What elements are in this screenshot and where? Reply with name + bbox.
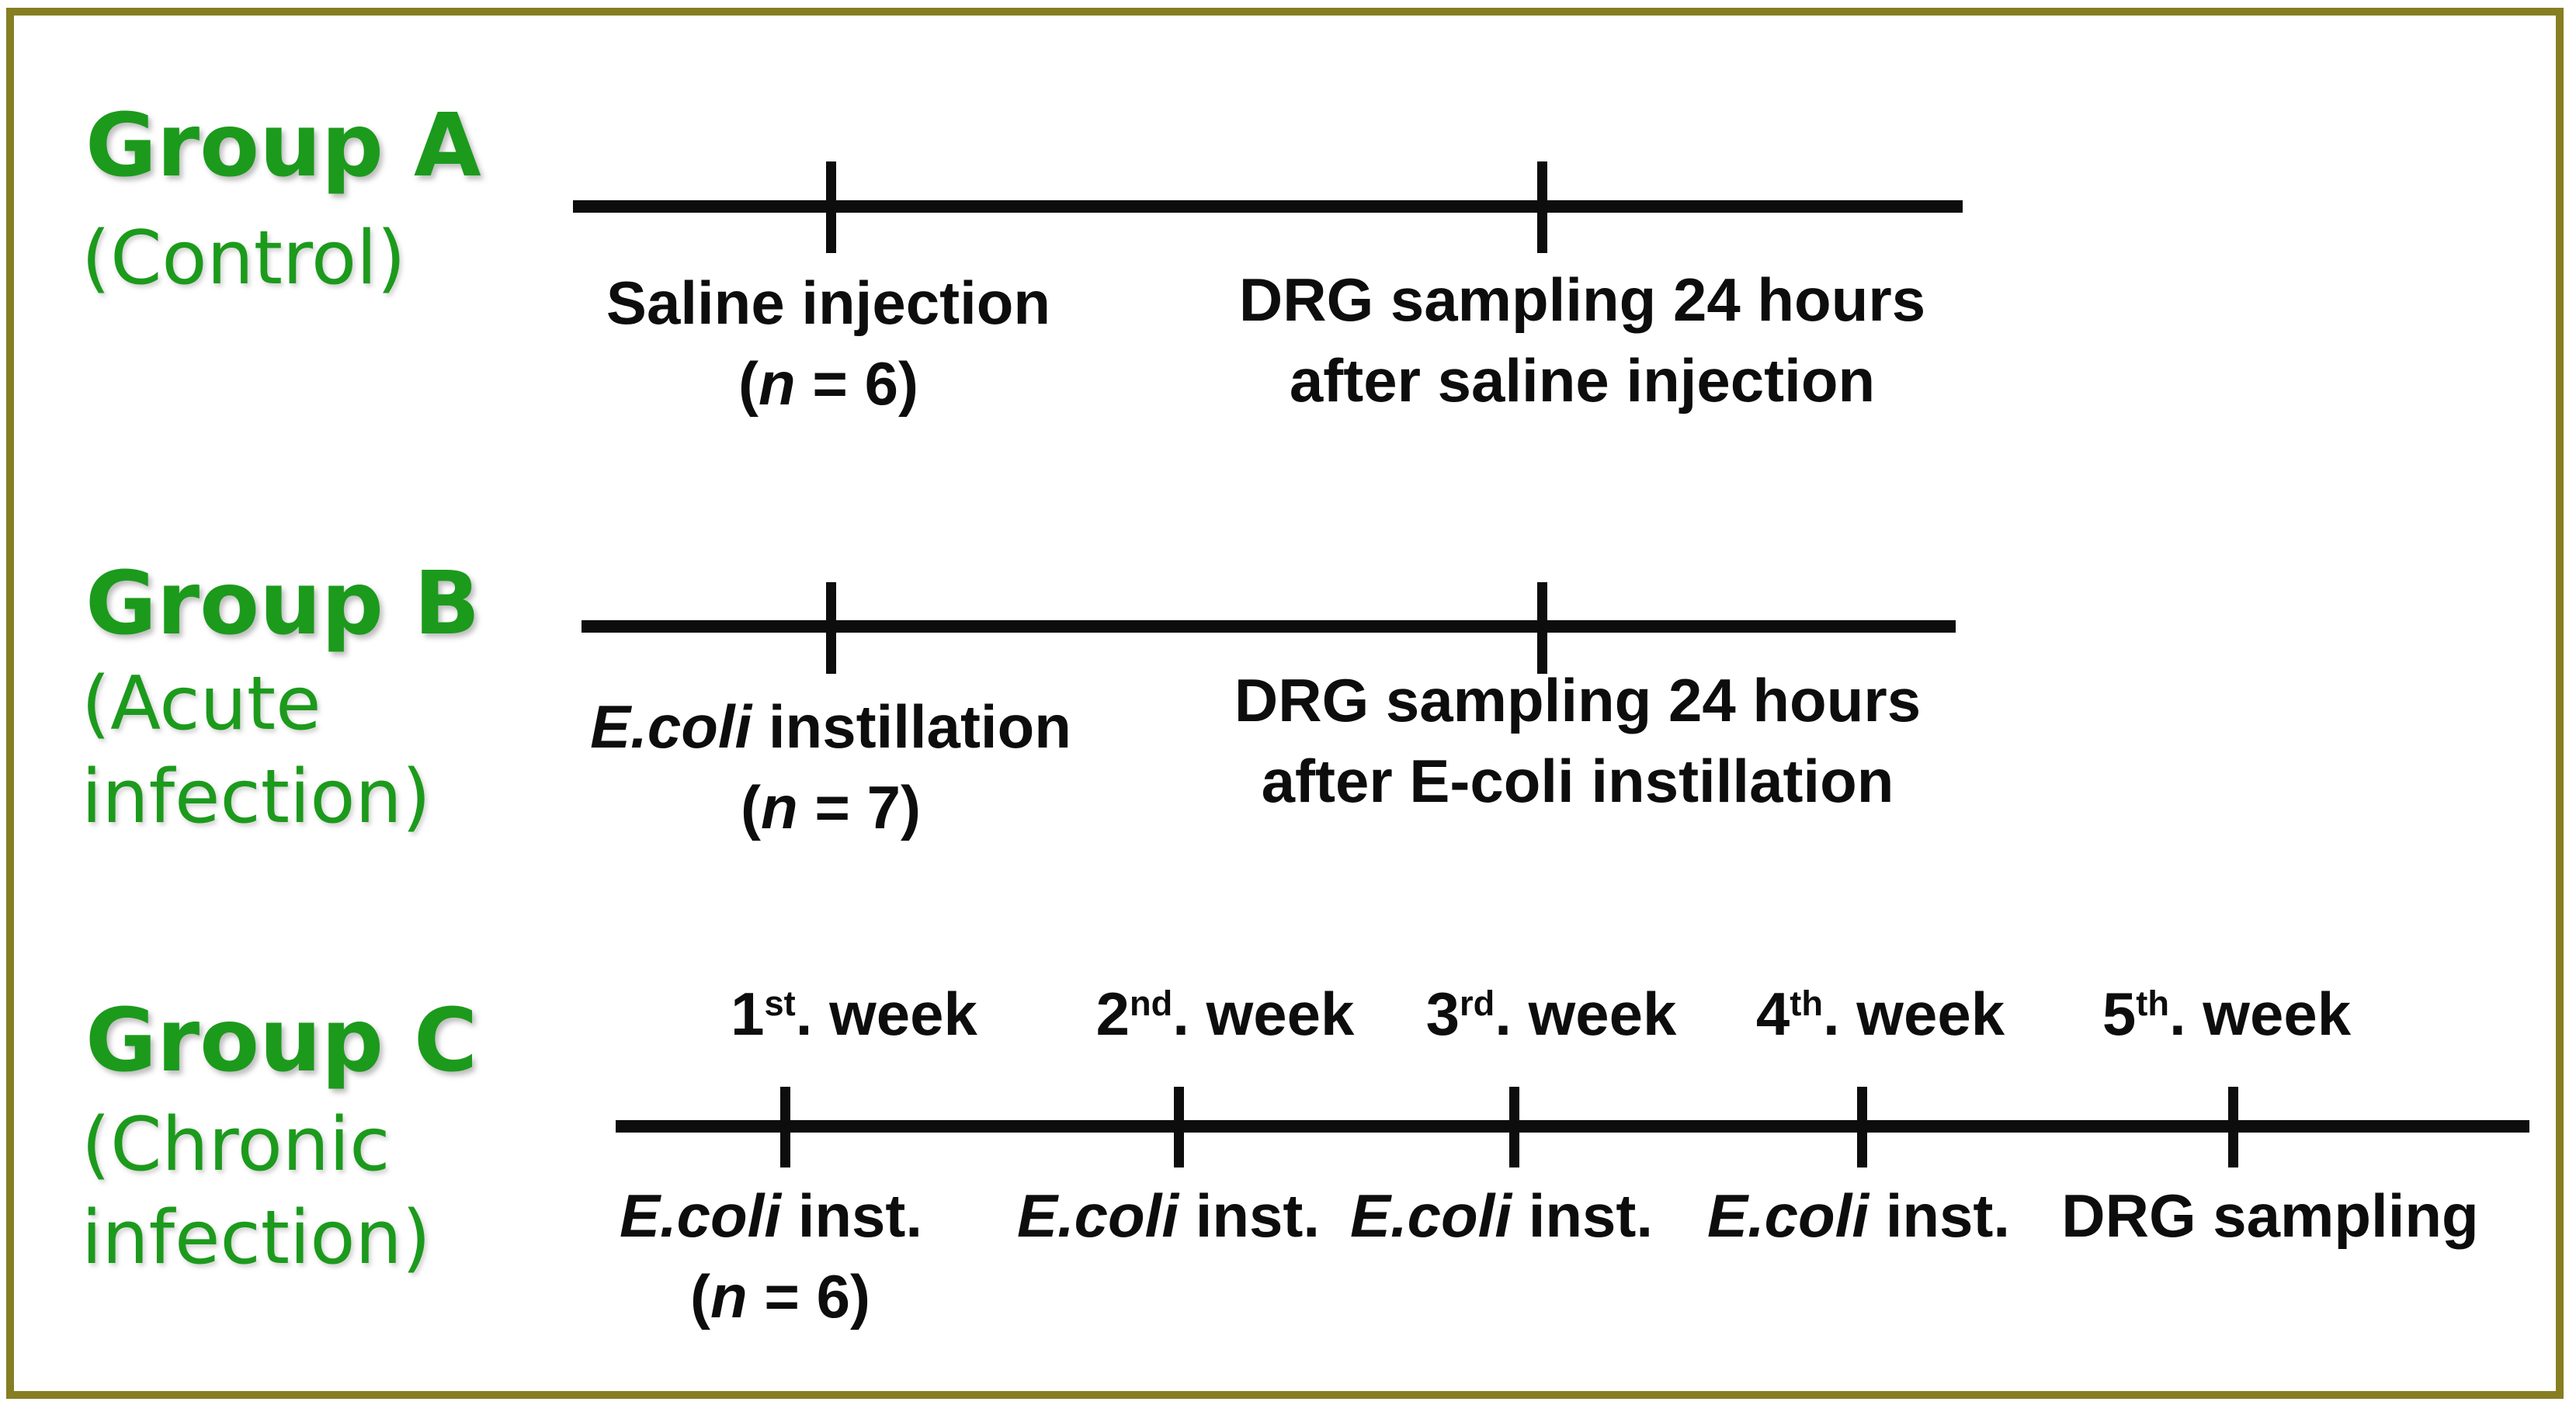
timeline-a-tick-2 (1537, 161, 1547, 253)
week-num: 1 (731, 980, 765, 1048)
figure-frame: Group A (Control) Saline injection (n = … (6, 8, 2564, 1399)
timeline-b-tick-1 (826, 582, 836, 674)
n-rest: = 6) (795, 349, 918, 418)
timeline-c-tick-4 (1857, 1087, 1867, 1167)
label-drg-a-line2: after saline injection (1289, 346, 1876, 415)
timeline-a-tick-1 (826, 161, 836, 253)
week-ordinal: nd (1129, 984, 1173, 1024)
label-saline-n: (n = 6) (518, 352, 1139, 416)
week-ordinal: st (764, 984, 796, 1024)
week-num: 5 (2102, 980, 2137, 1048)
week-num: 3 (1425, 980, 1460, 1048)
week-rest: . week (1822, 980, 2005, 1048)
label-ecoli-instillation: E.coli instillation (520, 695, 1141, 759)
event-label-c-5-drg-sampling: DRG sampling (2022, 1184, 2519, 1248)
ecoli-species: E.coli (1706, 1181, 1870, 1250)
n-open: ( (741, 773, 762, 841)
group-a-subtitle: (Control) (82, 216, 406, 301)
week-label-5: 5th. week (2064, 980, 2390, 1048)
group-b-subtitle-line2: infection) (82, 755, 431, 840)
label-drg-b-line2: after E-coli instillation (1261, 747, 1894, 815)
timeline-b-line (582, 620, 1956, 633)
week-label-3: 3rd. week (1388, 980, 1714, 1048)
event-rest: inst. (781, 1181, 923, 1250)
label-saline-injection: Saline injection (606, 269, 1051, 337)
ecoli-species: E.coli (1016, 1181, 1179, 1250)
week-num: 4 (1755, 980, 1790, 1048)
group-b-subtitle-line1: (Acute (82, 661, 321, 747)
n-var: n (761, 773, 798, 841)
week-ordinal: rd (1459, 984, 1495, 1024)
timeline-c-tick-5 (2228, 1087, 2238, 1167)
ecoli-species: E.coli (590, 692, 752, 761)
n-var: n (759, 349, 796, 418)
event-label-c-3: E.coli inst. (1300, 1184, 1703, 1248)
label-drg-b-line1: DRG sampling 24 hours (1234, 666, 1922, 734)
group-c-subtitle-line1: (Chronic (82, 1102, 391, 1188)
n-open: ( (738, 349, 759, 418)
timeline-c-tick-1 (780, 1087, 790, 1167)
group-b-title: Group B (85, 553, 481, 654)
week-label-1: 1st. week (691, 980, 1017, 1048)
n-var: n (710, 1262, 748, 1331)
event-rest: inst. (1512, 1181, 1654, 1250)
event-rest: DRG sampling (2061, 1181, 2479, 1250)
timeline-a-line (573, 200, 1963, 213)
event-rest: inst. (1179, 1181, 1321, 1250)
week-ordinal: th (2136, 984, 2169, 1024)
week-num: 2 (1095, 980, 1130, 1048)
label-drg-a-line1: DRG sampling 24 hours (1238, 265, 1926, 334)
ecoli-rest: instillation (752, 692, 1071, 761)
group-a-title: Group A (85, 95, 481, 196)
timeline-c-tick-3 (1509, 1087, 1519, 1167)
timeline-b-tick-2 (1537, 582, 1547, 674)
week-ordinal: th (1790, 984, 1823, 1024)
n-rest: = 6) (747, 1262, 870, 1331)
ecoli-species: E.coli (619, 1181, 782, 1250)
label-ecoli-n: (n = 7) (520, 773, 1141, 841)
timeline-c-line (616, 1120, 2529, 1133)
event-label-c-1: E.coli inst. (569, 1184, 973, 1248)
event-rest: inst. (1869, 1181, 2011, 1250)
week-label-2: 2nd. week (1062, 980, 1388, 1048)
label-ecoli-n-c: (n = 6) (578, 1265, 982, 1329)
week-label-4: 4th. week (1717, 980, 2043, 1048)
week-rest: . week (1172, 980, 1355, 1048)
week-rest: . week (2168, 980, 2352, 1048)
event-label-c-2: E.coli inst. (967, 1184, 1370, 1248)
group-c-title: Group C (85, 991, 478, 1091)
n-open: ( (690, 1262, 711, 1331)
timeline-c-tick-2 (1174, 1087, 1184, 1167)
week-rest: . week (795, 980, 977, 1048)
group-c-subtitle-line2: infection) (82, 1195, 431, 1281)
ecoli-species: E.coli (1349, 1181, 1512, 1250)
week-rest: . week (1495, 980, 1677, 1048)
event-label-c-4: E.coli inst. (1657, 1184, 2060, 1248)
n-rest: = 7) (797, 773, 921, 841)
